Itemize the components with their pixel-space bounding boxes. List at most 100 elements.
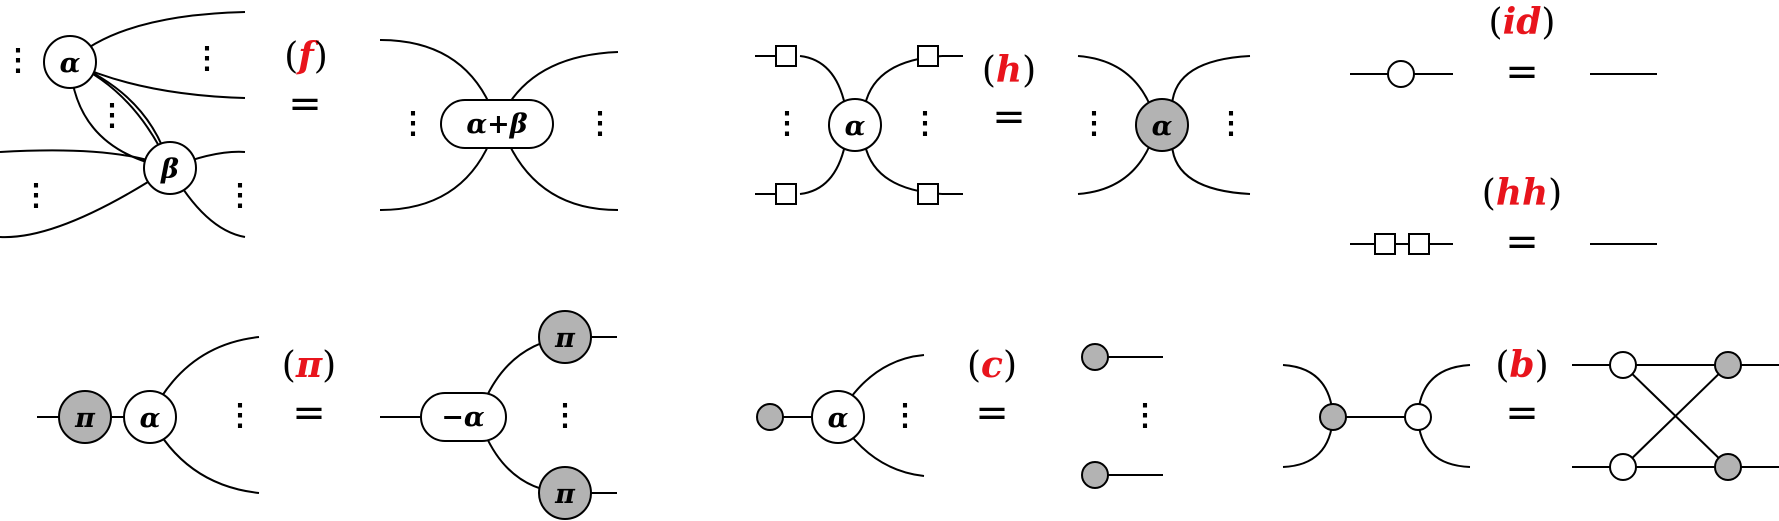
ellipsis: ⋮ bbox=[585, 106, 615, 141]
svg-text:(c): (c) bbox=[967, 344, 1017, 386]
wire bbox=[1077, 144, 1151, 195]
spider-label-pi: π bbox=[74, 403, 96, 434]
rule-name-id: id bbox=[1503, 1, 1542, 43]
spider-label-alpha-plus-beta: α+β bbox=[466, 109, 527, 140]
grey-spider bbox=[538, 310, 592, 364]
svg-text:(π): (π) bbox=[282, 344, 336, 386]
ellipsis: ⋮ bbox=[890, 398, 920, 433]
rule-name-b: b bbox=[1509, 344, 1534, 386]
wire bbox=[507, 51, 619, 106]
hadamard-box bbox=[775, 45, 797, 67]
wire bbox=[379, 141, 491, 211]
ellipsis: ⋮ bbox=[1216, 106, 1246, 141]
white-spider-phaseless bbox=[1609, 351, 1637, 379]
hadamard-box bbox=[775, 183, 797, 205]
spider-label-alpha: α bbox=[1152, 111, 1173, 142]
ellipsis: ⋮ bbox=[225, 398, 255, 433]
grey-spider-phaseless bbox=[1319, 403, 1347, 431]
equals-sign: = bbox=[1505, 390, 1539, 436]
rule-f-rhs: α+β ⋮ ⋮ bbox=[379, 39, 619, 211]
white-spider-phaseless bbox=[1387, 60, 1415, 88]
spider-label-neg-alpha: −α bbox=[441, 402, 485, 433]
rule-b-rhs bbox=[1572, 351, 1779, 481]
wire bbox=[1077, 55, 1151, 106]
wire bbox=[507, 141, 619, 211]
rule-name-h: h bbox=[996, 49, 1022, 91]
white-spider bbox=[43, 35, 97, 89]
ellipsis: ⋮ bbox=[21, 178, 51, 213]
wire bbox=[1622, 364, 1729, 468]
white-spider bbox=[123, 390, 177, 444]
rule-f-label: (f) = bbox=[284, 35, 328, 127]
ellipsis: ⋮ bbox=[1130, 398, 1160, 433]
ellipsis: ⋮ bbox=[225, 178, 255, 213]
svg-text:(id): (id) bbox=[1489, 1, 1556, 43]
rule-c-lhs: α ⋮ bbox=[756, 354, 925, 477]
spider-label-pi: π bbox=[554, 479, 576, 510]
svg-text:(b): (b) bbox=[1495, 344, 1548, 386]
grey-spider-phaseless bbox=[1714, 453, 1742, 481]
hadamard-box bbox=[917, 183, 939, 205]
white-spider bbox=[811, 390, 865, 444]
spider-label-alpha: α bbox=[140, 403, 161, 434]
rule-c-rhs: ⋮ bbox=[1081, 343, 1163, 489]
svg-text:(hh): (hh) bbox=[1482, 172, 1562, 214]
wire bbox=[799, 144, 846, 195]
wire bbox=[0, 167, 171, 239]
ellipsis: ⋮ bbox=[192, 41, 222, 76]
white-spider-phaseless bbox=[1609, 453, 1637, 481]
rule-pi-lhs: π α ⋮ bbox=[37, 336, 260, 494]
ellipsis: ⋮ bbox=[398, 106, 428, 141]
grey-spider-phaseless bbox=[756, 403, 784, 431]
equals-sign: = bbox=[1505, 219, 1539, 265]
rule-h-rhs: α ⋮ ⋮ bbox=[1077, 55, 1251, 195]
spider-label-alpha: α bbox=[845, 111, 866, 142]
rule-hh: (hh) = bbox=[1350, 172, 1657, 265]
grey-spider-phaseless bbox=[1714, 351, 1742, 379]
svg-text:(h): (h) bbox=[982, 49, 1036, 91]
grey-spider-phaseless bbox=[1081, 343, 1109, 371]
hadamard-box bbox=[917, 45, 939, 67]
fused-white-spider bbox=[440, 99, 554, 149]
hadamard-box bbox=[1408, 233, 1430, 255]
equals-sign: = bbox=[992, 94, 1026, 140]
spider-label-alpha: α bbox=[60, 48, 81, 79]
grey-spider-phaseless bbox=[1081, 461, 1109, 489]
rule-pi-label: (π) = bbox=[282, 344, 336, 436]
rule-f-lhs: α β ⋮ ⋮ ⋮ ⋮ ⋮ bbox=[0, 11, 255, 239]
white-spider bbox=[828, 98, 882, 152]
spider-label-alpha: α bbox=[828, 403, 849, 434]
ellipsis: ⋮ bbox=[1079, 106, 1109, 141]
ellipsis: ⋮ bbox=[550, 398, 580, 433]
grey-spider bbox=[538, 466, 592, 520]
rule-h-label: (h) = bbox=[982, 49, 1036, 140]
ellipsis: ⋮ bbox=[910, 106, 940, 141]
ellipsis: ⋮ bbox=[97, 98, 127, 133]
rule-name-c: c bbox=[981, 344, 1003, 386]
wire bbox=[1171, 144, 1251, 195]
wire bbox=[379, 39, 491, 106]
rule-id: (id) = bbox=[1350, 1, 1657, 95]
grey-spider bbox=[1135, 98, 1189, 152]
white-spider-neg-alpha bbox=[420, 392, 507, 442]
grey-spider bbox=[58, 390, 112, 444]
hadamard-box bbox=[1374, 233, 1396, 255]
rule-b-lhs bbox=[1282, 364, 1471, 468]
equals-sign: = bbox=[288, 81, 322, 127]
rule-h-lhs: α ⋮ ⋮ bbox=[755, 45, 963, 205]
equals-sign: = bbox=[1505, 49, 1539, 95]
spider-label-beta: β bbox=[160, 154, 179, 185]
rule-name-pi: π bbox=[295, 344, 323, 386]
svg-text:(f): (f) bbox=[284, 35, 328, 77]
rule-c-label: (c) = bbox=[967, 344, 1017, 436]
equals-sign: = bbox=[292, 390, 326, 436]
wire bbox=[799, 55, 846, 106]
rule-name-hh: hh bbox=[1496, 172, 1548, 214]
rule-pi-rhs: −α π π ⋮ bbox=[380, 310, 617, 520]
wire bbox=[1171, 55, 1251, 106]
ellipsis: ⋮ bbox=[772, 106, 802, 141]
white-spider-phaseless bbox=[1404, 403, 1432, 431]
equals-sign: = bbox=[975, 390, 1009, 436]
white-spider bbox=[143, 141, 197, 195]
